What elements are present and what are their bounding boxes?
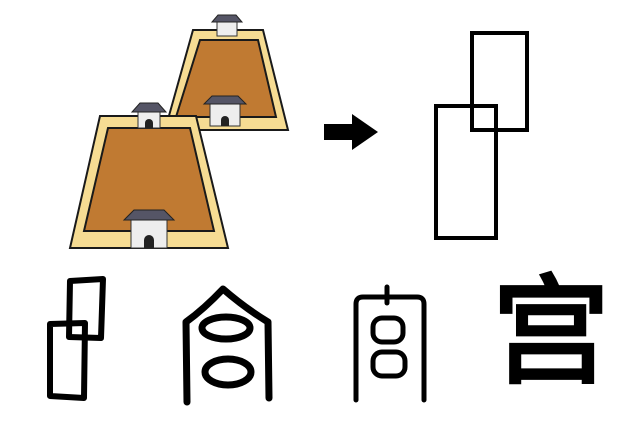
modern-character: 宫 xyxy=(492,262,611,401)
back-compound xyxy=(163,14,290,131)
gate-tower-icon xyxy=(130,102,168,129)
gate-tower-icon xyxy=(122,209,176,249)
seal-form xyxy=(353,284,427,403)
gate-tower-icon xyxy=(210,14,244,37)
bronze-form xyxy=(182,285,273,406)
two-rectangles-pictograph xyxy=(434,31,529,240)
oracle-bone-form xyxy=(47,276,106,401)
walled-compound-illustration xyxy=(68,14,290,249)
front-compound xyxy=(68,102,230,249)
right-arrow-icon xyxy=(324,114,378,150)
gate-tower-icon xyxy=(202,95,248,127)
